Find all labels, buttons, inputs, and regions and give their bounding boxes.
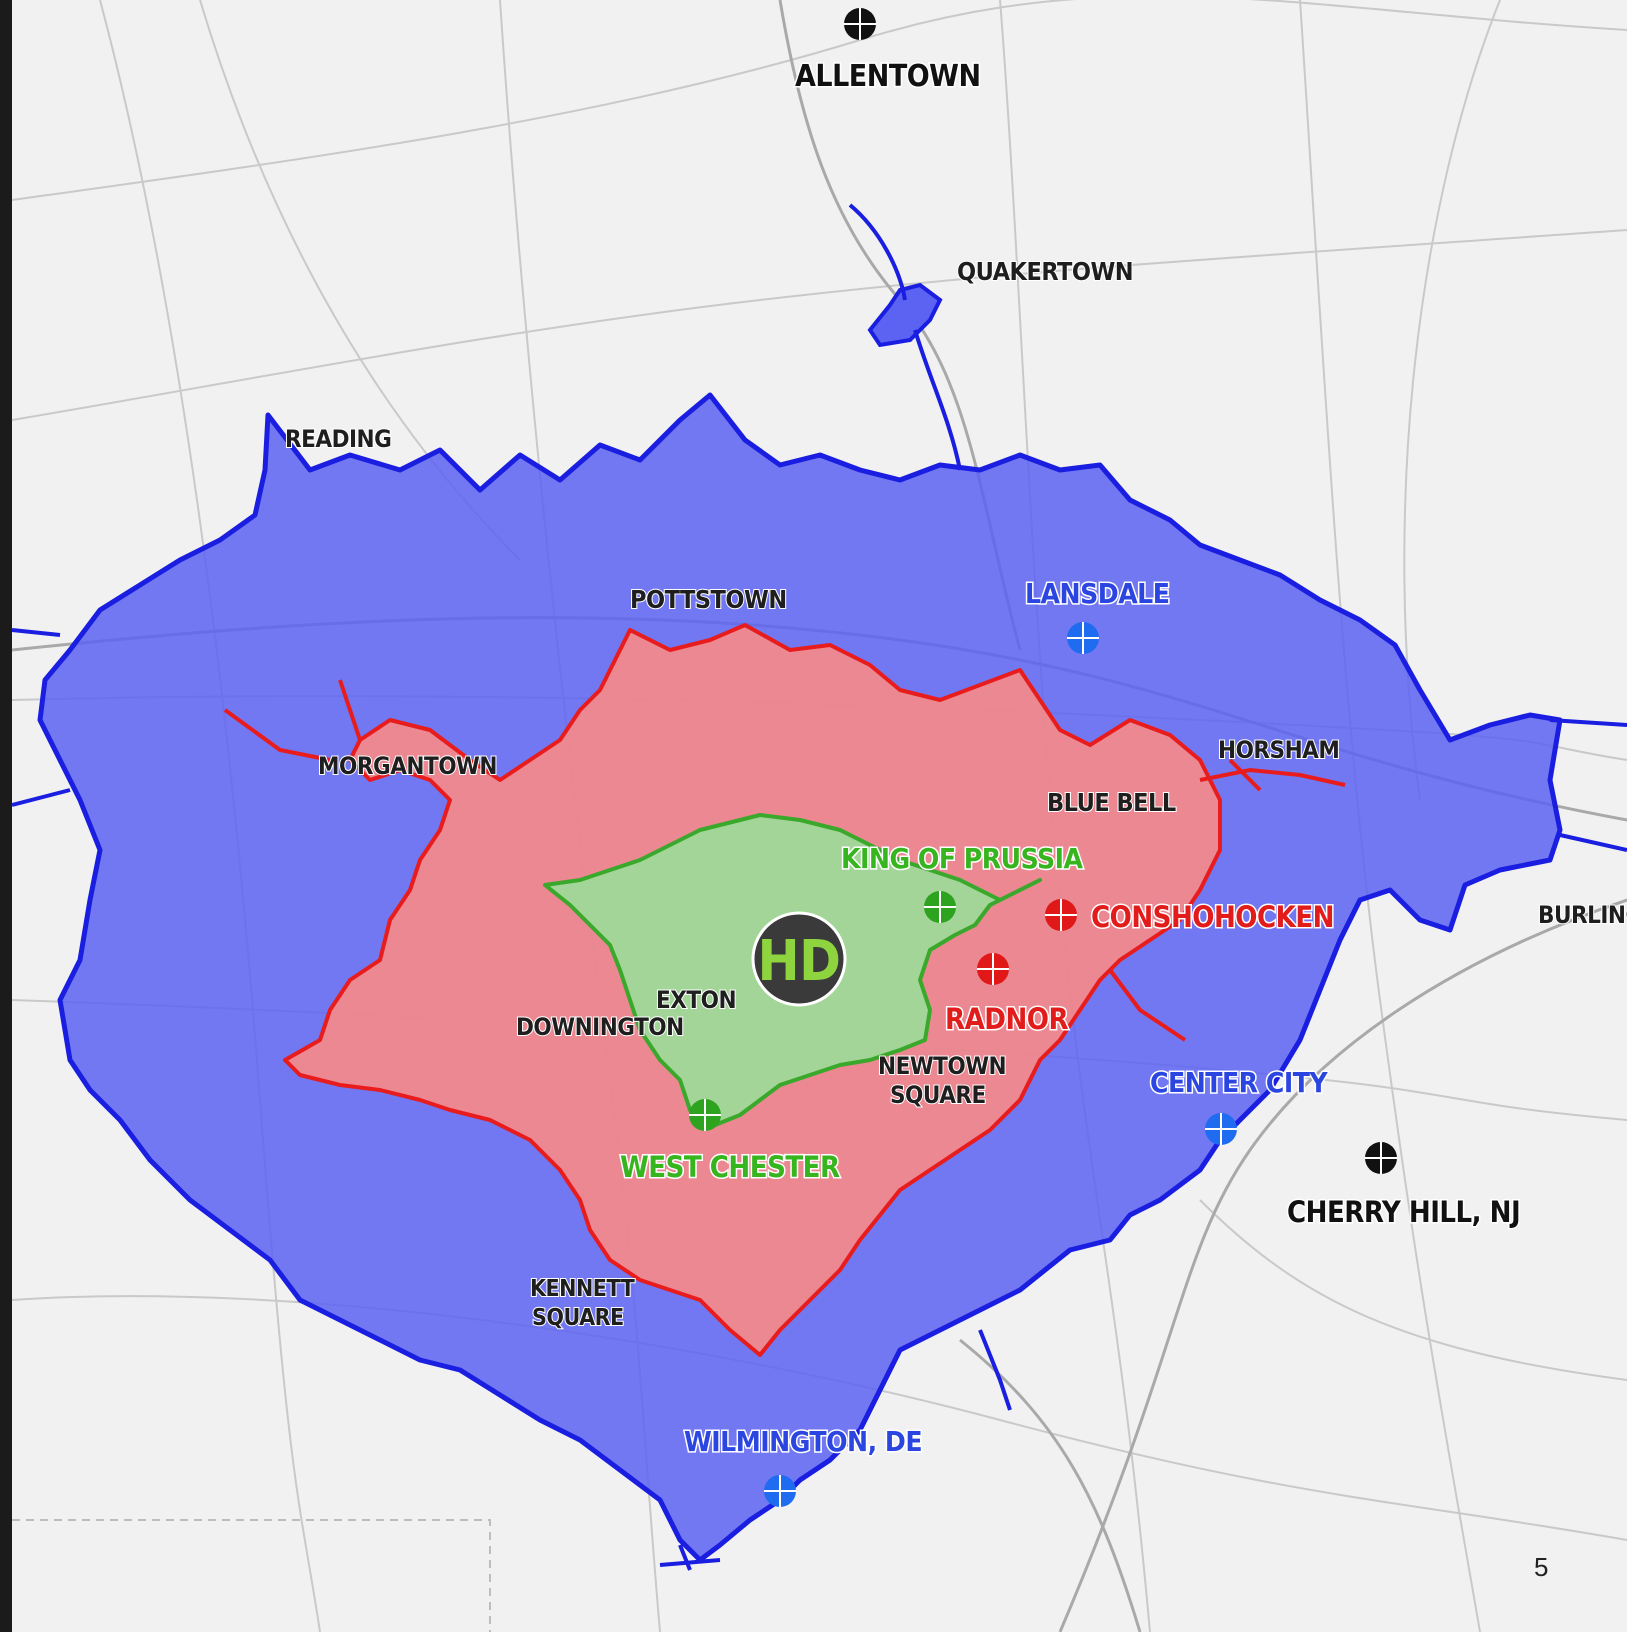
label-center-city: CENTER CITY: [1150, 1066, 1328, 1099]
label-wilmington: WILMINGTON, DE: [684, 1425, 922, 1458]
hd-logo-letters: HD: [758, 929, 841, 994]
outer-zone-spur-west: [11, 628, 71, 807]
outer-zone-spur-north: [867, 282, 943, 348]
marker-allentown: [844, 8, 876, 40]
middle-zone-spur-southeast: [1108, 968, 1187, 1042]
marker-center-city: [1205, 1113, 1237, 1145]
label-lansdale: LANSDALE: [1025, 577, 1169, 610]
hd-logo-icon: HD: [751, 911, 847, 1007]
outer-zone-spur-east: [1549, 718, 1627, 852]
label-morgantown: MORGANTOWN: [318, 752, 497, 780]
label-newtown-square-line2: SQUARE: [890, 1081, 986, 1109]
outer-zone-spur-south: [659, 1329, 1012, 1571]
middle-zone-spur-west: [223, 679, 362, 762]
label-reading: READING: [285, 425, 391, 453]
marker-king-of-prussia: [924, 891, 956, 923]
marker-radnor: [977, 953, 1009, 985]
label-pottstown: POTTSTOWN: [630, 585, 787, 614]
label-king-of-prussia: KING OF PRUSSIA: [841, 842, 1083, 875]
page-number: 5: [1534, 1552, 1548, 1582]
marker-wilmington: [764, 1475, 796, 1507]
city-markers: [689, 8, 1397, 1507]
marker-cherry-hill: [1365, 1142, 1397, 1174]
label-kennett-square-line1: KENNETT: [530, 1276, 635, 1302]
label-conshohocken: CONSHOHOCKEN: [1091, 900, 1334, 934]
place-labels: ALLENTOWN QUAKERTOWN READING POTTSTOWN L…: [284, 58, 1627, 1460]
left-edge-strip: [0, 0, 12, 1632]
label-burlington: BURLINGT: [1538, 901, 1627, 929]
label-allentown: ALLENTOWN: [795, 59, 981, 94]
label-quakertown: QUAKERTOWN: [957, 257, 1133, 286]
label-cherry-hill: CHERRY HILL, NJ: [1287, 1195, 1520, 1229]
label-horsham: HORSHAM: [1218, 736, 1339, 764]
marker-lansdale: [1067, 622, 1099, 654]
marker-west-chester: [689, 1099, 721, 1131]
label-radnor: RADNOR: [945, 1002, 1068, 1036]
outer-zone-spur-north-road: [848, 203, 962, 471]
label-newtown-square-line1: NEWTOWN: [878, 1052, 1006, 1080]
label-kennett-square-line2: SQUARE: [532, 1305, 624, 1331]
marker-conshohocken: [1045, 899, 1077, 931]
state-border: [12, 1519, 491, 1632]
label-exton: EXTON: [656, 986, 736, 1014]
label-downington: DOWNINGTON: [516, 1013, 684, 1041]
middle-zone-spur-east: [1199, 758, 1346, 792]
label-blue-bell: BLUE BELL: [1047, 788, 1176, 817]
label-west-chester: WEST CHESTER: [620, 1150, 840, 1184]
